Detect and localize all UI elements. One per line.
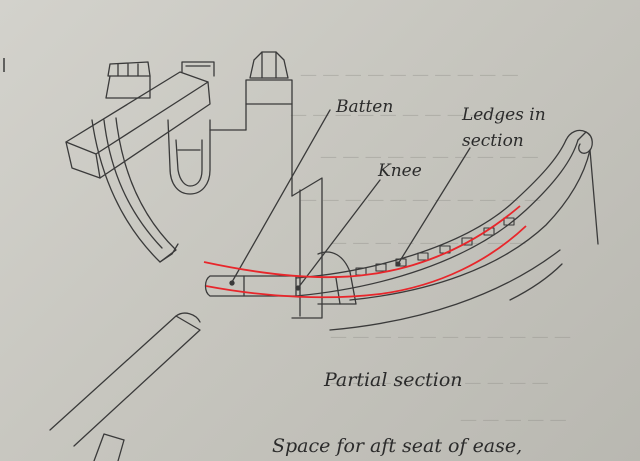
left-post-cap [107, 61, 151, 77]
caption: Partial section [323, 369, 463, 391]
svg-text:— — — — — — — — — —: — — — — — — — — — — [320, 147, 539, 167]
knee-leader [297, 179, 381, 289]
svg-text:— — — — —: — — — — — [460, 410, 567, 430]
left-frame-foot [159, 243, 179, 263]
svg-text:— — — — — — — — — — —: — — — — — — — — — — — [330, 327, 571, 347]
svg-text:— — — — — — — — — — —: — — — — — — — — — — — [300, 190, 541, 210]
svg-text:— — — — — — — — — —: — — — — — — — — — — [290, 105, 509, 125]
batten-leader [231, 109, 331, 283]
ledges-label-line2: section [462, 131, 524, 151]
footer-text: Space for aft seat of ease, [272, 435, 522, 457]
ledges-label-line1: Ledges in [461, 105, 546, 125]
svg-text:— — — — — — — — —: — — — — — — — — — [330, 233, 526, 253]
bleed-through-text: — — — — — — — — — — — — — — — — — — — — … [290, 65, 571, 430]
ink-drawing [49, 51, 599, 461]
hull-outer [295, 139, 579, 297]
ledges [355, 217, 515, 276]
red-curve-lower [205, 225, 527, 299]
red-curve-upper [203, 205, 521, 279]
knee-label: Knee [377, 161, 422, 181]
left-frame [91, 117, 177, 263]
middle-bracket [181, 61, 215, 77]
stanchion [291, 177, 323, 319]
lower-left-timber [49, 315, 201, 447]
hull-lower [329, 249, 561, 331]
ledges-leader [397, 147, 471, 265]
diagonal-beam [65, 71, 209, 155]
batten-label: Batten [335, 97, 393, 117]
svg-text:— — — — — — — — — —: — — — — — — — — — — [300, 65, 519, 85]
left-frame-inner [103, 119, 163, 249]
hull-inner [295, 139, 567, 279]
right-post [249, 51, 289, 79]
stern-post [565, 129, 593, 154]
svg-text:— — — — — — — — — —: — — — — — — — — — — [330, 373, 549, 393]
red-highlight [203, 205, 527, 299]
knee-block [317, 251, 357, 305]
